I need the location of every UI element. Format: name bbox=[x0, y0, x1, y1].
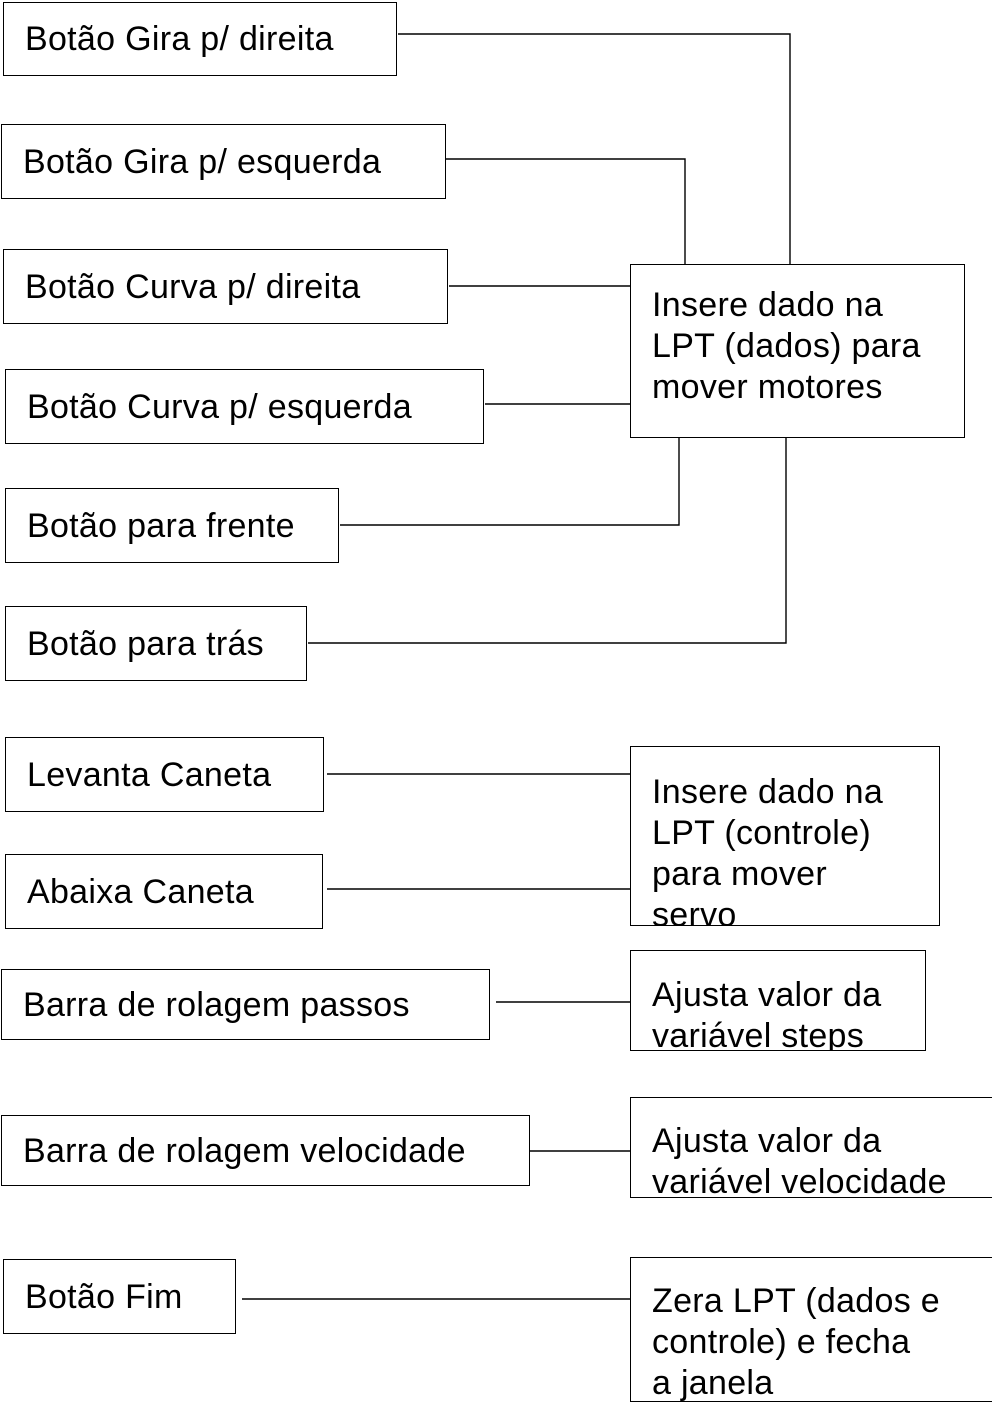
connector-para-tras bbox=[308, 438, 787, 644]
node-label: Botão Curva p/ esquerda bbox=[27, 387, 412, 426]
node-label: Botão Curva p/ direita bbox=[25, 267, 361, 306]
node-ajusta-velocidade: Ajusta valor da variável velocidade bbox=[630, 1097, 992, 1198]
node-text: Insere dado na LPT (dados) para mover mo… bbox=[652, 286, 921, 406]
node-label: Botão para trás bbox=[27, 624, 264, 663]
node-gira-esquerda: Botão Gira p/ esquerda bbox=[1, 124, 446, 199]
node-lpt-controle-servo: Insere dado na LPT (controle) para mover… bbox=[630, 746, 940, 926]
node-label: Botão para frente bbox=[27, 506, 295, 545]
node-label: Botão Fim bbox=[25, 1277, 183, 1316]
node-botao-fim: Botão Fim bbox=[3, 1259, 236, 1334]
node-curva-esquerda: Botão Curva p/ esquerda bbox=[5, 369, 484, 444]
node-curva-direita: Botão Curva p/ direita bbox=[3, 249, 448, 324]
node-label: Botão Gira p/ esquerda bbox=[23, 142, 382, 181]
node-label: Levanta Caneta bbox=[27, 755, 272, 794]
connector-para-frente bbox=[340, 438, 680, 526]
node-label: Barra de rolagem passos bbox=[23, 985, 410, 1024]
node-label: Abaixa Caneta bbox=[27, 872, 254, 911]
node-levanta-caneta: Levanta Caneta bbox=[5, 737, 324, 812]
node-para-frente: Botão para frente bbox=[5, 488, 339, 563]
node-ajusta-steps: Ajusta valor da variável steps bbox=[630, 950, 926, 1051]
node-lpt-dados-motores: Insere dado na LPT (dados) para mover mo… bbox=[630, 264, 965, 438]
node-label: Barra de rolagem velocidade bbox=[23, 1131, 466, 1170]
node-text: Ajusta valor da variável velocidade bbox=[652, 1122, 947, 1198]
node-barra-velocidade: Barra de rolagem velocidade bbox=[1, 1115, 530, 1186]
node-text: Insere dado na LPT (controle) para mover… bbox=[652, 773, 884, 926]
node-para-tras: Botão para trás bbox=[5, 606, 307, 681]
connector-gira-direita bbox=[398, 33, 791, 264]
node-label: Botão Gira p/ direita bbox=[25, 20, 334, 58]
node-text: Zera LPT (dados e controle) e fecha a ja… bbox=[652, 1282, 940, 1402]
connector-gira-esquerda bbox=[441, 158, 686, 264]
node-text: Ajusta valor da variável steps bbox=[652, 976, 882, 1051]
node-zera-lpt: Zera LPT (dados e controle) e fecha a ja… bbox=[630, 1257, 992, 1402]
node-gira-direita: Botão Gira p/ direita bbox=[3, 2, 397, 76]
node-barra-passos: Barra de rolagem passos bbox=[1, 969, 490, 1040]
node-abaixa-caneta: Abaixa Caneta bbox=[5, 854, 323, 929]
